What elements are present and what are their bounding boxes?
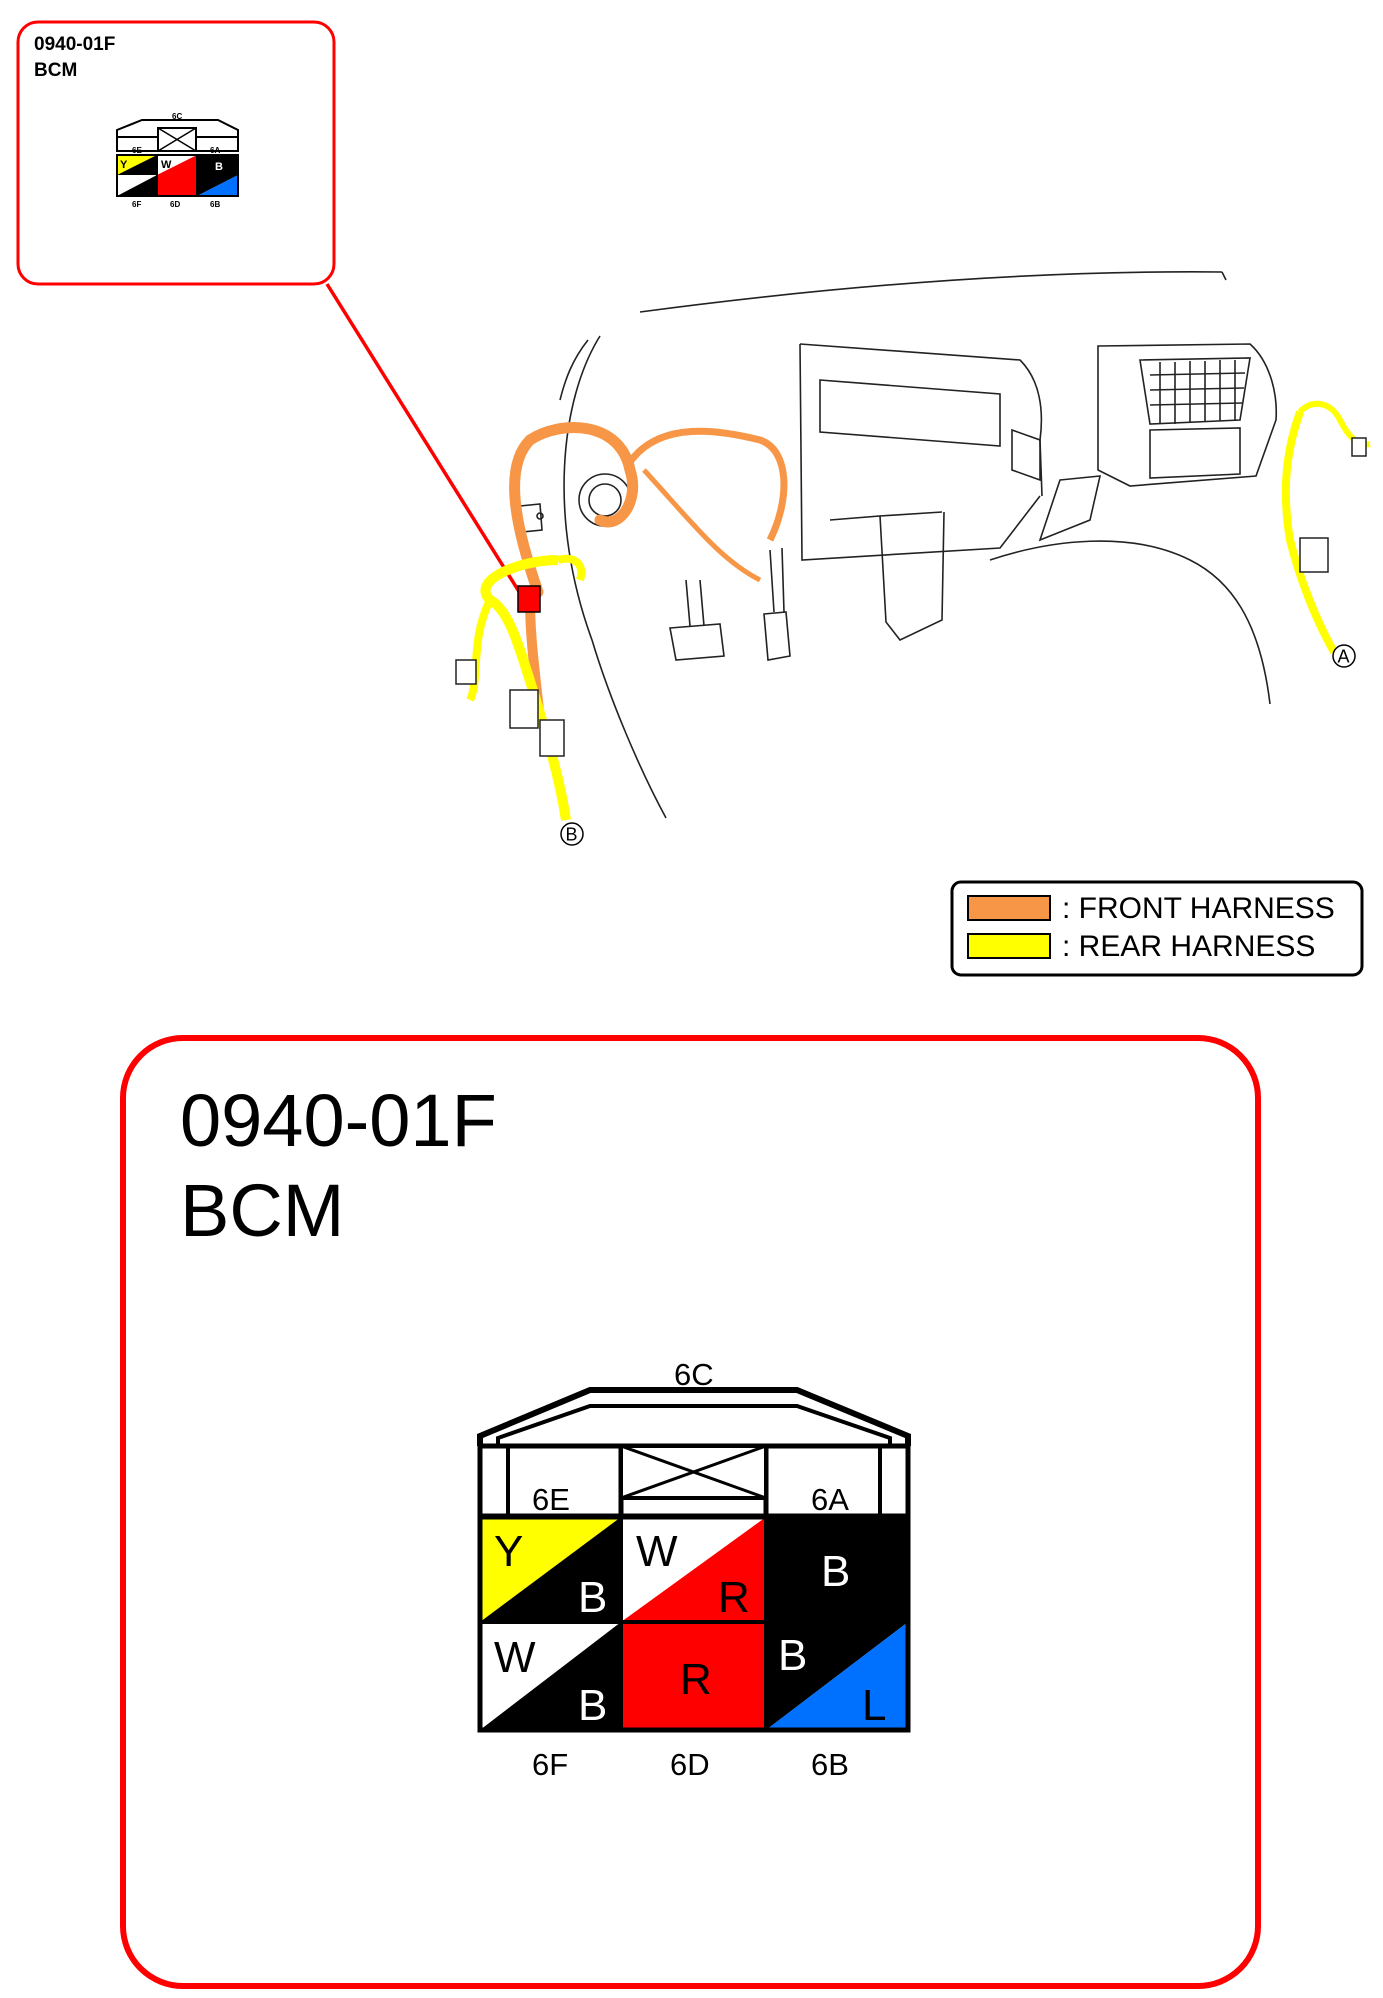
legend-rear-label: : REAR HARNESS bbox=[1062, 930, 1315, 963]
mini-pin-6e: 6E bbox=[132, 146, 142, 155]
dashboard-line-art bbox=[519, 271, 1278, 819]
wire-6e-secondary: B bbox=[578, 1573, 607, 1622]
wire-6a: B bbox=[821, 1547, 850, 1596]
mini-pin-6a: 6A bbox=[210, 146, 220, 155]
mini-pin-6f: 6F bbox=[132, 200, 141, 209]
pin-6a-label: 6A bbox=[811, 1482, 849, 1517]
rear-harness bbox=[455, 400, 1371, 821]
detail-name: BCM bbox=[180, 1169, 344, 1252]
cell-6e-secondary bbox=[480, 1517, 621, 1622]
locator-callout: 0940-01F BCM 6C Y W B 6E bbox=[16, 20, 336, 286]
pin-6e-label: 6E bbox=[532, 1482, 570, 1517]
cell-6a bbox=[766, 1517, 908, 1622]
wire-6d: R bbox=[680, 1655, 712, 1704]
bcm-connector-location bbox=[517, 585, 541, 613]
wire-6f-secondary: B bbox=[578, 1681, 607, 1730]
mini-wire-b-6a: B bbox=[215, 161, 223, 173]
legend-front-label: : FRONT HARNESS bbox=[1062, 892, 1335, 925]
locator-name: BCM bbox=[34, 60, 77, 81]
detail-code: 0940-01F bbox=[180, 1079, 497, 1162]
mini-connector: 6C Y W B 6E 6A 6F 6D 6B bbox=[116, 112, 239, 209]
marker-a-label: A bbox=[1338, 647, 1350, 667]
pin-6c-label: 6C bbox=[674, 1357, 714, 1392]
mini-wire-w: W bbox=[161, 159, 172, 171]
wire-6b-primary: B bbox=[778, 1631, 807, 1680]
legend-front-swatch bbox=[967, 895, 1051, 921]
callout-leader-line bbox=[325, 283, 525, 599]
pin-6f-label: 6F bbox=[532, 1747, 568, 1782]
marker-b-label: B bbox=[566, 825, 578, 845]
pin-6d-label: 6D bbox=[670, 1747, 710, 1782]
cell-6d bbox=[621, 1622, 766, 1730]
bcm-connector: 6C 6E 6A Y B W R B W bbox=[477, 1357, 911, 1782]
wire-6f-primary: W bbox=[494, 1633, 536, 1682]
legend-rear-swatch bbox=[967, 933, 1051, 959]
wire-6b-secondary: L bbox=[862, 1681, 886, 1730]
cell-6b-secondary bbox=[766, 1622, 908, 1730]
harness-legend: : FRONT HARNESS : REAR HARNESS bbox=[950, 880, 1364, 977]
connector-detail-panel: 0940-01F BCM 6C 6E 6A bbox=[120, 1035, 1261, 1989]
front-harness bbox=[509, 422, 788, 721]
mini-pin-6d: 6D bbox=[170, 200, 180, 209]
mini-pin-6b: 6B bbox=[210, 200, 220, 209]
wire-6c-secondary: R bbox=[718, 1573, 750, 1622]
mini-wire-y: Y bbox=[120, 159, 128, 171]
wire-6c-primary: W bbox=[636, 1527, 678, 1576]
locator-code: 0940-01F bbox=[34, 34, 115, 55]
marker-b: B bbox=[560, 822, 584, 846]
pin-6b-label: 6B bbox=[811, 1747, 849, 1782]
cell-6c-secondary bbox=[621, 1517, 766, 1622]
marker-a: A bbox=[1332, 644, 1356, 668]
cell-6f-secondary bbox=[480, 1622, 621, 1730]
wire-6e-primary: Y bbox=[494, 1527, 523, 1576]
mini-pin-6c: 6C bbox=[172, 112, 182, 121]
